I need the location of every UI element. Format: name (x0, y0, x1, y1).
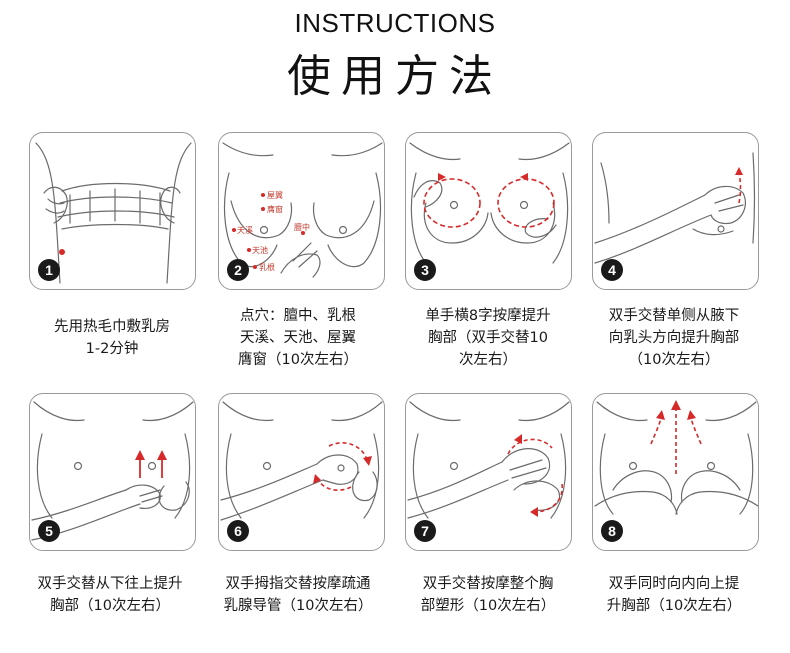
step-3-badge: 3 (414, 259, 436, 281)
caption-line: 双手交替从下往上提升 (37, 576, 183, 592)
caption-line: 次左右） (459, 352, 517, 368)
step-8-badge: 8 (601, 520, 623, 542)
step-2-badge: 2 (227, 259, 249, 281)
step-7-badge: 7 (414, 520, 436, 542)
step-5-badge: 5 (38, 520, 60, 542)
caption-line: 升胸部（10次左右） (606, 598, 742, 614)
title-english: INSTRUCTIONS (294, 8, 496, 38)
step-4-badge: 4 (601, 259, 623, 281)
caption-line: 双手交替单侧从腋下 (608, 308, 740, 324)
caption-line: 胸部（双手交替10 (428, 330, 548, 346)
point-tianxi: 天溪 (237, 225, 253, 235)
caption-line: 1-2分钟 (85, 341, 139, 357)
caption-line: 膺窗（10次左右） (238, 352, 358, 368)
caption-line: 胸部（10次左右） (50, 598, 170, 614)
step-7-caption: 双手交替按摩整个胸 部塑形（10次左右） (398, 573, 578, 617)
step-2-caption: 点穴：膻中、乳根 天溪、天池、屋翼 膺窗（10次左右） (208, 305, 388, 371)
step-4-illustration: 4 (592, 132, 759, 290)
point-yingchuang: 膺窗 (267, 204, 283, 214)
caption-line: （10次左右） (628, 352, 720, 368)
step-5-illustration: 5 (29, 393, 196, 551)
caption-line: 天溪、天池、屋翼 (240, 330, 356, 346)
caption-line: 双手交替按摩整个胸 (422, 576, 554, 592)
caption-line: 双手拇指交替按摩疏通 (225, 576, 371, 592)
caption-line: 先用热毛巾敷乳房 (54, 319, 170, 335)
step-1-illustration: 1 (29, 132, 196, 290)
point-rugen: 乳根 (259, 262, 275, 272)
step-6-caption: 双手拇指交替按摩疏通 乳腺导管（10次左右） (208, 573, 388, 617)
step-3-illustration: 3 (405, 132, 572, 290)
point-tianchi: 天池 (252, 245, 268, 255)
step-8-illustration: 8 (592, 393, 759, 551)
caption-line: 点穴：膻中、乳根 (240, 308, 356, 324)
step-3-caption: 单手横8字按摩提升 胸部（双手交替10 次左右） (398, 305, 578, 371)
point-wuyi: 屋翼 (267, 191, 283, 200)
step-7-illustration: 7 (405, 393, 572, 551)
step-4-caption: 双手交替单侧从腋下 向乳头方向提升胸部 （10次左右） (584, 305, 764, 371)
step-5-caption: 双手交替从下往上提升 胸部（10次左右） (20, 573, 200, 617)
step-1-caption: 先用热毛巾敷乳房 1-2分钟 (22, 316, 202, 360)
caption-line: 向乳头方向提升胸部 (608, 330, 740, 346)
point-danzhong: 膻中 (294, 222, 310, 232)
step-2-illustration: 屋翼 膺窗 天溪 天池 膻中 乳根 2 (218, 132, 385, 290)
title-chinese: 使用方法 (287, 51, 503, 102)
step-8-caption: 双手同时向内向上提 升胸部（10次左右） (584, 573, 764, 617)
caption-line: 部塑形（10次左右） (420, 598, 556, 614)
step-1-badge: 1 (38, 259, 60, 281)
caption-line: 双手同时向内向上提 (608, 576, 740, 592)
step-6-badge: 6 (227, 520, 249, 542)
caption-line: 单手横8字按摩提升 (425, 308, 551, 324)
step-6-illustration: 6 (218, 393, 385, 551)
caption-line: 乳腺导管（10次左右） (223, 598, 373, 614)
